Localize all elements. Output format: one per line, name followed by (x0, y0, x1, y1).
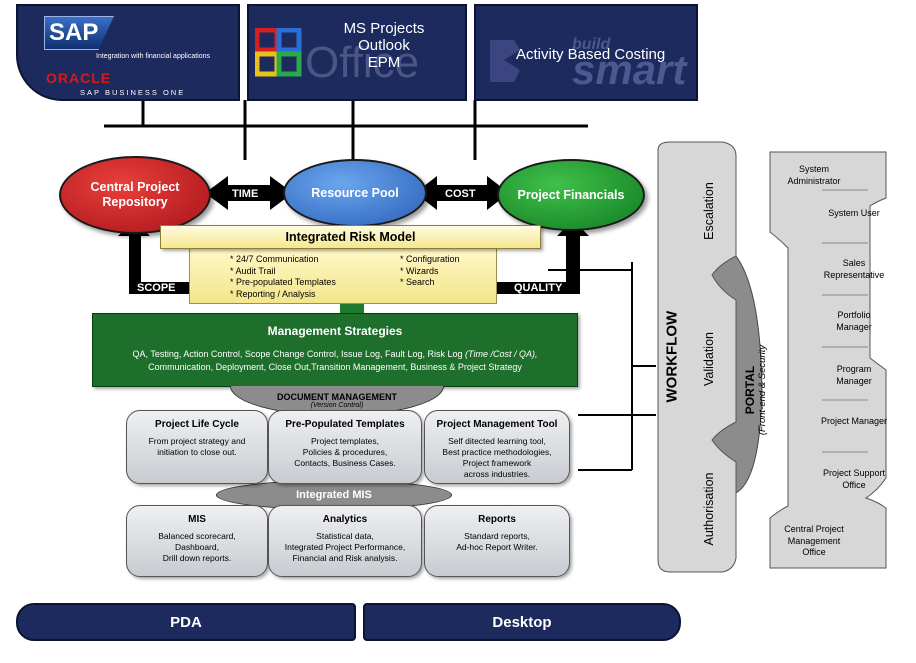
desktop-button[interactable]: Desktop (363, 603, 681, 641)
central-label: Central Project Repository (90, 180, 180, 209)
box-line: Project framework (462, 458, 532, 468)
resource-label: Resource Pool (311, 186, 399, 200)
cost-label: COST (445, 188, 476, 200)
ms-line3: EPM (367, 54, 401, 71)
pda-label: PDA (170, 613, 202, 631)
role-item[interactable]: System User (828, 208, 880, 218)
buildsmart-logo-icon (490, 40, 520, 82)
analytics-box[interactable]: Analytics Statistical data, Integrated P… (268, 505, 422, 577)
roles-shape (769, 151, 887, 569)
box-line: across industries. (463, 469, 531, 479)
box-line: Project templates, (310, 436, 380, 446)
sap-panel: SAP Integration with financial applicati… (16, 4, 240, 101)
risk-title: Integrated Risk Model (285, 230, 416, 244)
box-title: Project Management Tool (436, 419, 558, 430)
mis-box[interactable]: MIS Balanced scorecard, Dashboard, Drill… (126, 505, 268, 577)
ms-line1: MS Projects (343, 20, 425, 37)
buildsmart-watermark: smart (572, 46, 687, 93)
risk-item: * 24/7 Communication (230, 254, 319, 264)
management-line1-italic: (Time /Cost / QA), (465, 349, 538, 359)
box-line: Best practice methodologies, (442, 447, 552, 457)
role-item[interactable]: Program Manager (836, 364, 872, 386)
financials-label: Project Financials (517, 188, 625, 202)
box-line: Self ditected learning tool, (448, 436, 546, 446)
box-title: Reports (478, 514, 516, 525)
box-line: From project strategy and (148, 436, 246, 446)
ms-text: MS Projects Outlook EPM (299, 20, 469, 71)
management-line1: QA, Testing, Action Control, Scope Chang… (93, 349, 577, 359)
role-item[interactable]: Project Support Office (822, 468, 886, 490)
abc-title: Activity Based Costing (516, 46, 666, 63)
risk-item: * Audit Trail (230, 265, 276, 276)
office-logo-icon (255, 28, 302, 77)
risk-item: * Pre-populated Templates (230, 277, 336, 287)
role-item[interactable]: Project Manager (820, 416, 888, 426)
box-line: Dashboard, (175, 542, 219, 552)
sap-business-one: SAP BUSINESS ONE (80, 88, 186, 97)
box-line: Ad-hoc Report Writer. (456, 542, 538, 552)
workflow-shape (657, 141, 763, 573)
docmgmt-sub: (Version Control) (310, 402, 364, 409)
project-financials[interactable]: Project Financials (497, 159, 645, 231)
management-line1-text: QA, Testing, Action Control, Scope Chang… (132, 349, 463, 359)
abc-panel: build smart Activity Based Costing (474, 4, 698, 101)
management-strategies-panel[interactable]: Management Strategies QA, Testing, Actio… (92, 313, 578, 387)
risk-left-list: * 24/7 Communication * Audit Trail * Pre… (230, 254, 336, 300)
box-line: initiation to close out. (157, 447, 237, 457)
time-label: TIME (232, 188, 259, 200)
project-life-cycle-box[interactable]: Project Life Cycle From project strategy… (126, 410, 268, 484)
role-item[interactable]: System Administrator (787, 164, 841, 186)
pda-button[interactable]: PDA (16, 603, 356, 641)
box-title: Project Life Cycle (155, 419, 239, 430)
risk-stem (340, 304, 364, 314)
box-title: Pre-Populated Templates (285, 419, 405, 430)
risk-panel: * 24/7 Communication * Audit Trail * Pre… (189, 248, 497, 304)
desktop-label: Desktop (492, 613, 552, 631)
role-item[interactable]: Central Project Management Office (784, 524, 844, 557)
ms-line2: Outlook (358, 37, 410, 54)
role-item[interactable]: Sales Representative (823, 258, 885, 280)
box-title: Analytics (322, 514, 368, 525)
risk-right-list: * Configuration * Wizards * Search (400, 254, 460, 289)
box-line: Standard reports, (464, 531, 530, 541)
ms-panel: Office MS Projects Outlook EPM (247, 4, 467, 101)
reports-box[interactable]: Reports Standard reports, Ad-hoc Report … (424, 505, 570, 577)
scope-label: SCOPE (137, 282, 176, 294)
box-title: MIS (188, 514, 206, 525)
oracle-logo: ORACLE (46, 70, 112, 86)
risk-item: * Search (400, 277, 435, 287)
resource-pool[interactable]: Resource Pool (283, 159, 427, 227)
docmgmt-title: DOCUMENT MANAGEMENT (277, 392, 397, 402)
box-line: Integrated Project Performance, (284, 542, 406, 552)
box-line: Drill down reports. (162, 553, 232, 563)
risk-item: * Reporting / Analysis (230, 288, 316, 299)
risk-item: * Wizards (400, 265, 439, 276)
risk-title-bar[interactable]: Integrated Risk Model (160, 225, 541, 249)
box-line: Balanced scorecard, (158, 531, 236, 541)
box-line: Policies & procedures, (302, 447, 388, 457)
mis-label: Integrated MIS (296, 489, 372, 501)
management-title: Management Strategies (267, 324, 403, 338)
pre-populated-templates-box[interactable]: Pre-Populated Templates Project template… (268, 410, 422, 484)
risk-item: * Configuration (400, 254, 460, 264)
central-project-repository[interactable]: Central Project Repository (59, 156, 211, 234)
role-item[interactable]: Portfolio Manager (836, 310, 872, 332)
project-management-tool-box[interactable]: Project Management Tool Self ditected le… (424, 410, 570, 484)
box-line: Contacts, Business Cases. (294, 458, 396, 468)
management-line2: Communication, Deployment, Close Out,Tra… (148, 362, 522, 372)
office-watermark: Office (305, 38, 420, 87)
sap-tagline: Integration with financial applications (96, 53, 211, 60)
buildsmart-watermark-top: build (572, 36, 611, 53)
box-line: Statistical data, (316, 531, 374, 541)
quality-label: QUALITY (514, 282, 563, 294)
box-line: Financial and Risk analysis. (292, 553, 398, 563)
